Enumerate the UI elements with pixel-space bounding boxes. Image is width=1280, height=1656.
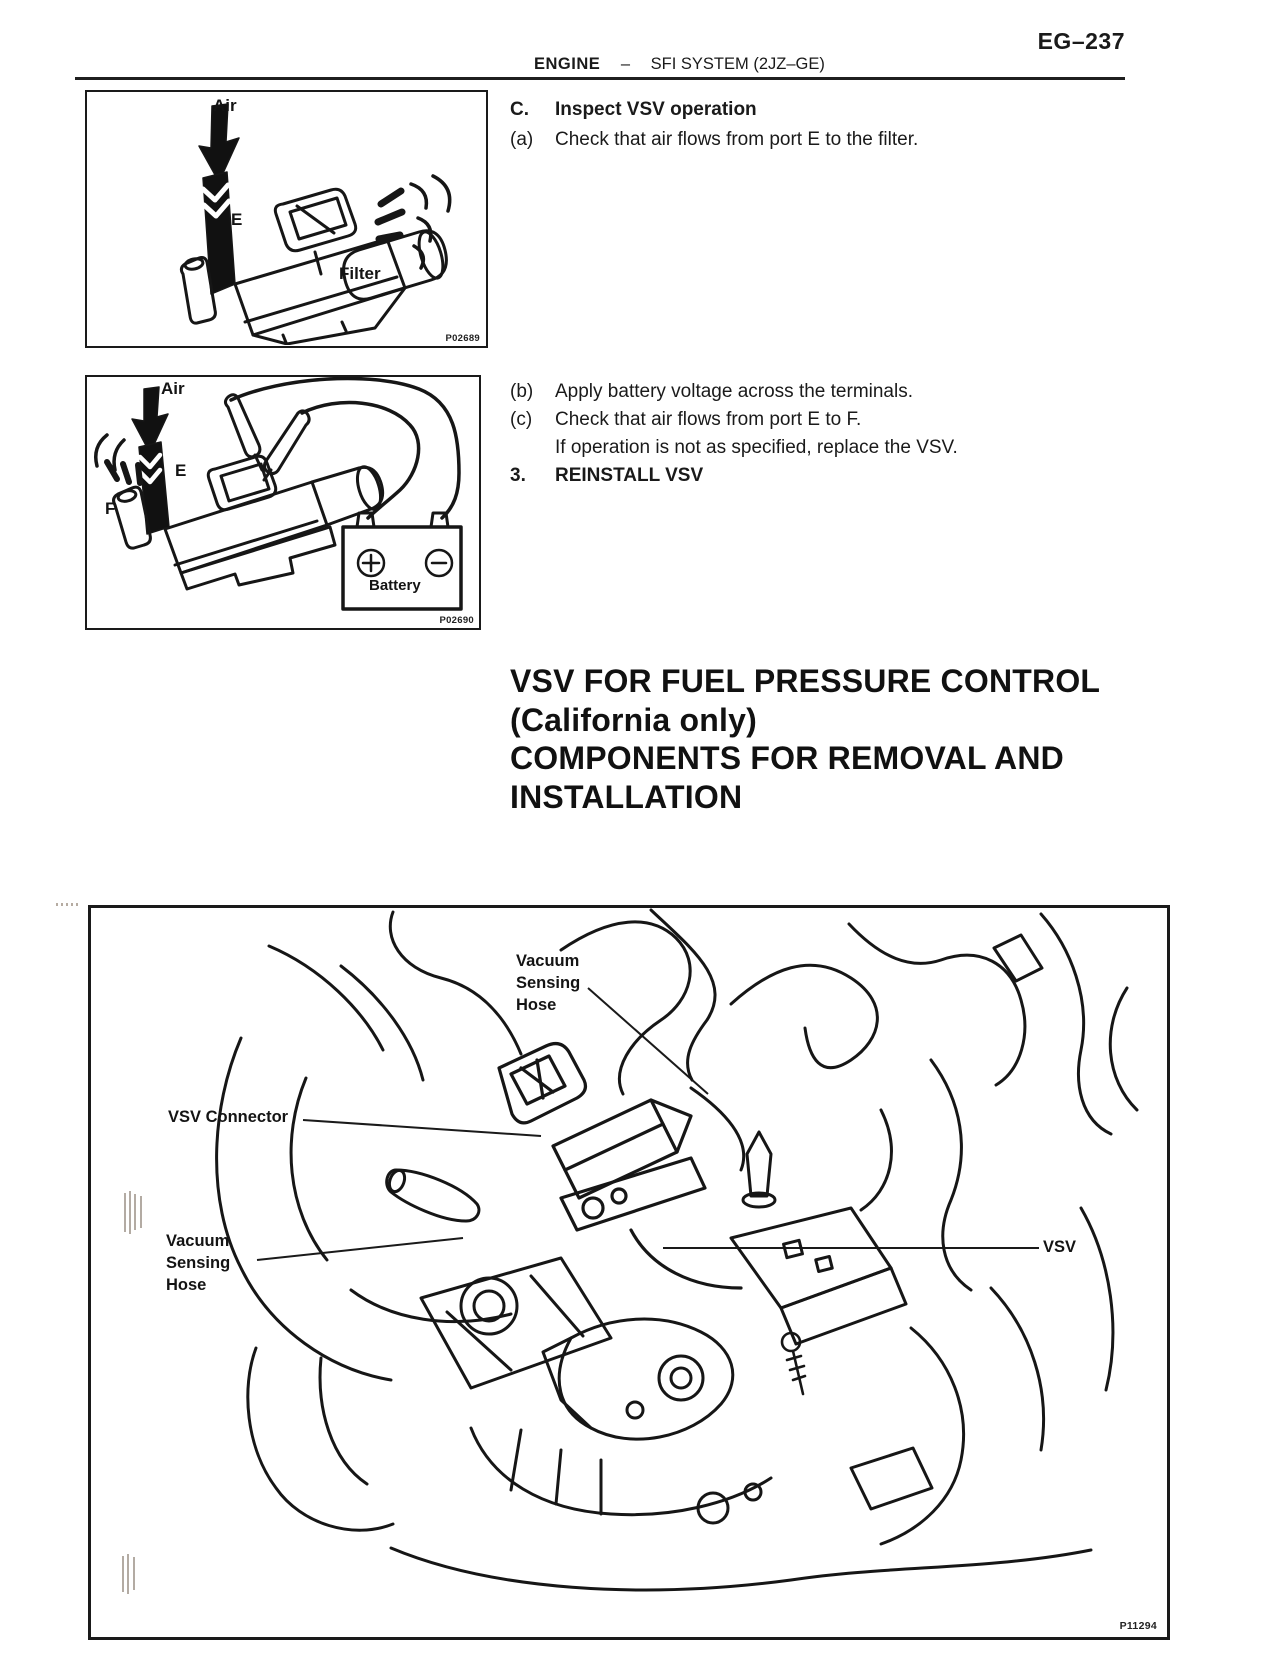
leader-hose-left [256,1237,464,1261]
leader-lines [256,987,1039,1261]
left-pipe [179,256,217,325]
item-c-marker: (c) [510,409,533,430]
running-head-divider: – [620,55,631,73]
running-head-title: SFI SYSTEM (2JZ–GE) [650,55,825,73]
item-c-line: (c) Check that air flows from port E to F… [510,406,861,434]
section-heading-line2: (California only) [510,701,757,738]
vsv-airflow-drawing [179,103,452,345]
label-vsv: VSV [1043,1238,1077,1256]
port-e-label: E [231,210,243,229]
item-a-text: Check that air flows from port E to the … [555,129,919,150]
item-b-marker: (b) [510,381,534,402]
item-b-line: (b) Apply battery voltage across the term… [510,378,913,406]
battery-plus-icon [356,548,386,578]
battery-wire [229,377,461,520]
running-head: ENGINE – SFI SYSTEM (2JZ–GE) [534,55,825,74]
header-rule [75,77,1125,80]
item-c-note-line: If operation is not as specified, replac… [510,434,958,462]
section-heading-line3: COMPONENTS FOR REMOVAL AND [510,740,1064,776]
port-e-label: E [175,461,187,480]
leader-hose-top [587,987,709,1095]
item-c-text: Check that air flows from port E to F. [555,409,862,430]
sensor-plug [745,1130,773,1198]
step-3-line: 3. REINSTALL VSV [510,462,703,490]
air-label: Air [161,379,185,398]
air-column [138,441,170,535]
port-f-label: F [105,499,116,518]
cylinder-cluster [541,1317,735,1441]
step-3-marker: 3. [510,465,526,486]
battery-box [341,525,463,611]
running-head-section: ENGINE [534,55,601,73]
bolt-icon [780,1331,807,1396]
leader-connector [302,1119,542,1137]
vsv-connector-drawing [497,1041,588,1125]
section-heading-line1: VSV FOR FUEL PRESSURE CONTROL [510,663,1101,699]
battery-terminal [355,511,376,529]
scan-artifact [56,903,78,906]
section-heading: VSV FOR FUEL PRESSURE CONTROL (Californi… [510,662,1100,816]
label-vacuum-sensing-hose-top: Vacuum Sensing Hose [516,952,581,1014]
figure-components: Vacuum Sensing Hose VSV Connector Vacuum… [88,905,1170,1640]
vsv-drawing [551,1098,743,1290]
step-c-title: Inspect VSV operation [555,99,757,120]
vsv-connector-top [273,187,358,253]
manifold-block [419,1256,613,1390]
air-puffs-icon [374,174,452,270]
vsv-battery-drawing [94,377,463,611]
air-arrow-icon [131,386,169,454]
air-label: Air [213,96,237,115]
battery-label: Battery [369,577,421,594]
page-number: EG–237 [1037,28,1125,54]
engine-bay-drawing [122,908,1139,1594]
step-c-marker: C. [510,99,529,120]
filter-body [342,229,448,301]
air-puffs-icon [94,433,143,486]
mounting-bracket [729,1206,908,1346]
step-c-line: C. Inspect VSV operation [510,96,757,124]
air-arrow-icon [198,103,240,183]
figure-vsv-battery: Air E F Battery P02690 [85,375,481,630]
figure-code: P02689 [445,333,480,344]
engine-line-art [215,908,1139,1592]
item-b-text: Apply battery voltage across the termina… [555,381,914,402]
filter-label: Filter [339,264,381,283]
label-vsv-connector: VSV Connector [168,1108,289,1126]
item-a-line: (a) Check that air flows from port E to t… [510,126,918,154]
battery-terminal [429,511,450,529]
item-c-note: If operation is not as specified, replac… [555,437,958,458]
port-f-pipe [112,485,152,550]
label-vacuum-sensing-hose-left: Vacuum Sensing Hose [166,1232,231,1294]
figure-code: P02690 [439,615,474,626]
vsv-connector-top [206,454,278,512]
battery-wire [300,400,421,520]
figure-vsv-airflow: Air E Filter P02689 [85,90,488,348]
vacuum-hose-drawing [385,1168,481,1223]
section-heading-line4: INSTALLATION [510,778,743,815]
step-3-title: REINSTALL VSV [555,465,704,486]
figure-code: P11294 [1119,1620,1157,1632]
scan-artifact [122,1191,142,1594]
battery-minus-icon [424,548,454,578]
item-a-marker: (a) [510,129,534,150]
